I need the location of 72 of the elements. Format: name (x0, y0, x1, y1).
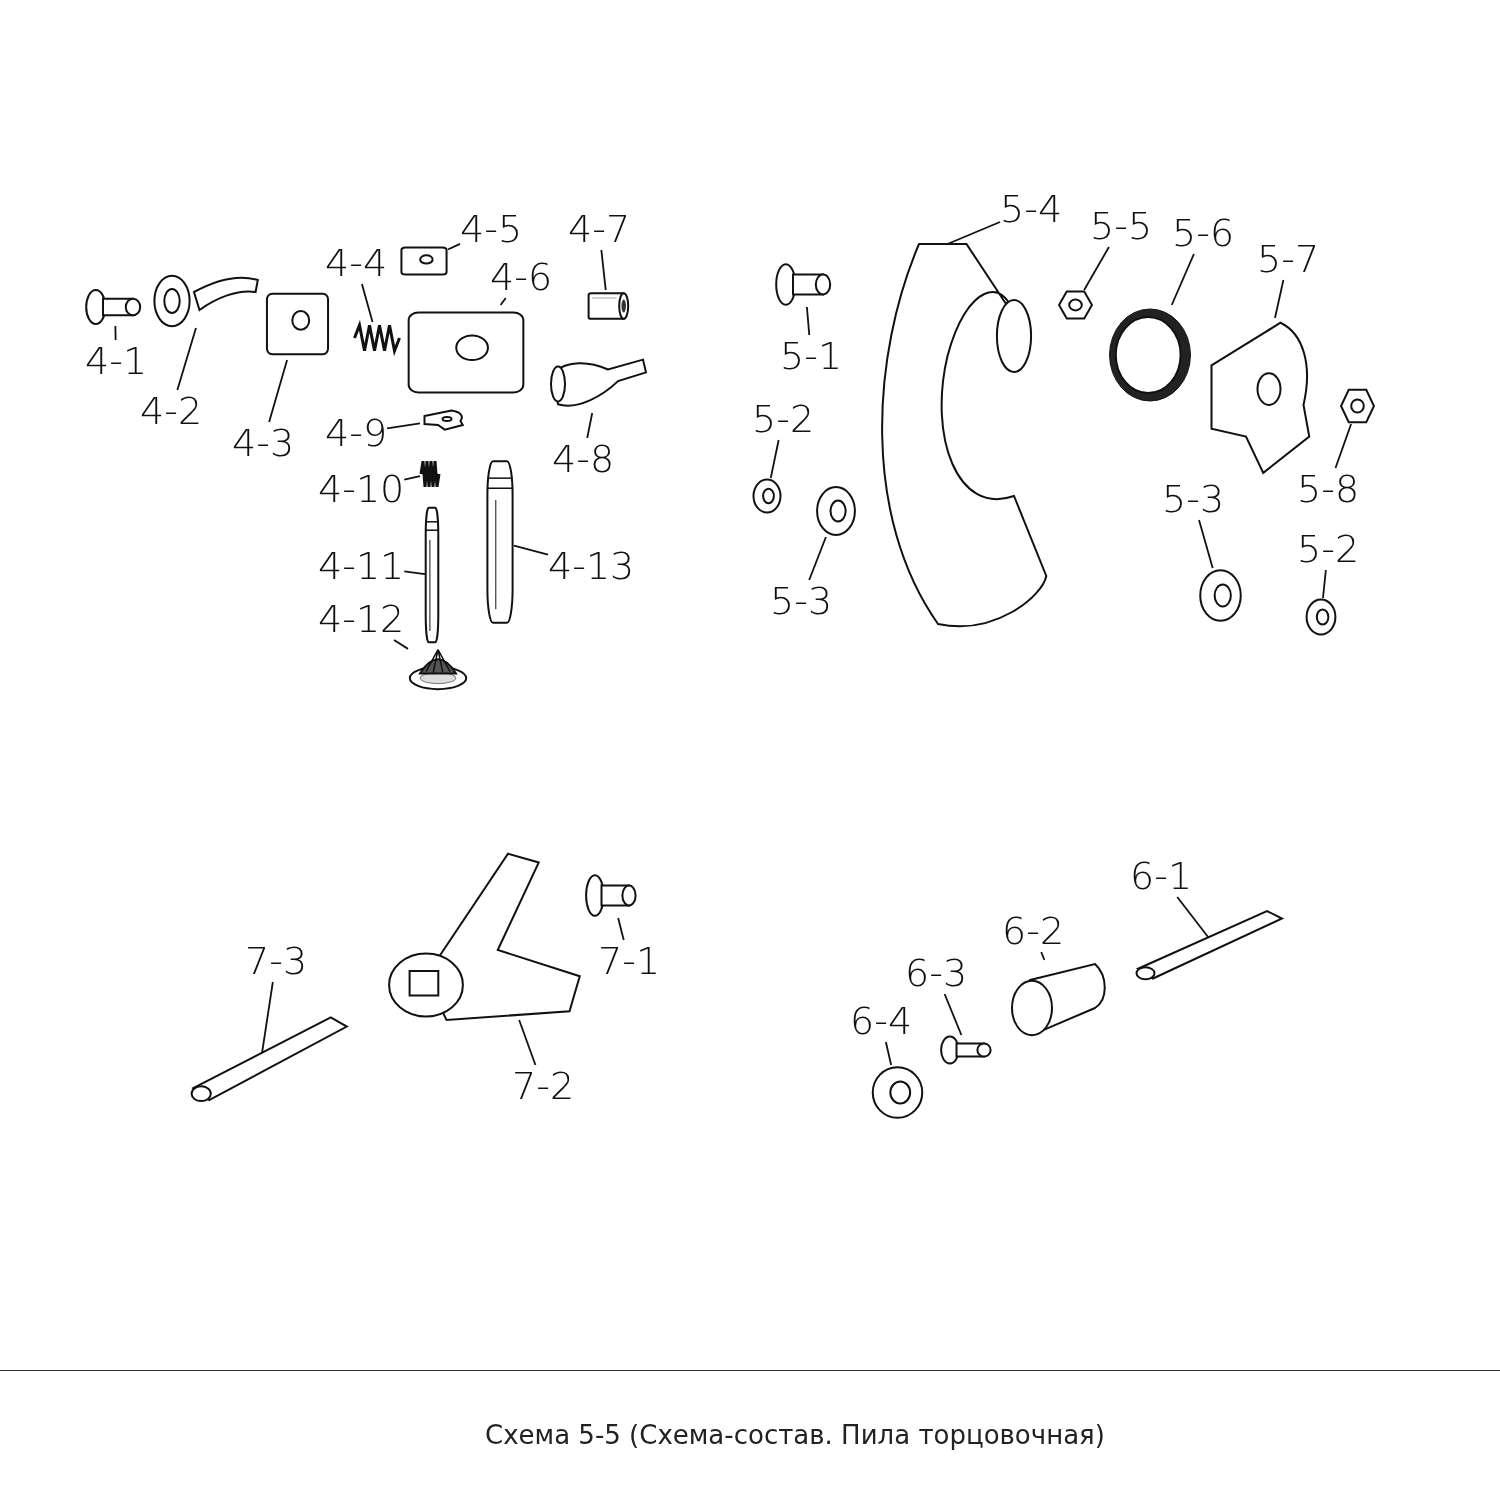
callout-number: 4-7 (568, 208, 631, 250)
nut-drawing (1340, 388, 1375, 424)
callout-number: 5-2 (1297, 528, 1360, 570)
leader-line (403, 570, 426, 575)
washer-drawing (1305, 598, 1337, 636)
callout-number: 4-5 (460, 208, 523, 250)
callout-number: 4-1 (85, 340, 148, 382)
leader-line (808, 536, 827, 581)
leader-line (386, 422, 421, 430)
rod-drawing (486, 458, 514, 626)
callout-number: 4-10 (318, 468, 405, 510)
washer-drawing (870, 1065, 925, 1120)
callout-number: 7-3 (245, 940, 308, 982)
callout-number: 4-2 (140, 390, 203, 432)
callout-number: 4-9 (325, 412, 388, 454)
callout-number: 5-3 (1162, 478, 1225, 520)
leader-line (114, 325, 117, 341)
callout-number: 5-6 (1172, 212, 1235, 254)
leader-line (806, 306, 811, 336)
callout-number: 5-5 (1090, 205, 1153, 247)
callout-number: 5-8 (1297, 468, 1360, 510)
rod-drawing (425, 505, 439, 645)
leader-line (1198, 519, 1214, 569)
callout-number: 6-3 (905, 952, 968, 994)
callout-number: 5-7 (1257, 238, 1320, 280)
callout-number: 4-3 (232, 422, 295, 464)
callout-number: 7-2 (512, 1065, 575, 1107)
callout-number: 7-1 (598, 940, 661, 982)
callout-number: 6-4 (850, 1000, 913, 1042)
washer-drawing (1198, 568, 1243, 623)
callout-number: 5-2 (752, 398, 815, 440)
leader-line (361, 283, 374, 323)
leader-line (447, 242, 461, 251)
leader-line (586, 412, 594, 439)
bolt-drawing (585, 873, 640, 918)
leader-line (403, 475, 421, 481)
callout-number: 4-12 (318, 598, 405, 640)
leader-line (1083, 246, 1110, 291)
nut-drawing (1058, 290, 1093, 320)
leader-line (1040, 951, 1046, 961)
callout-number: 6-2 (1002, 910, 1065, 952)
leader-line (943, 993, 963, 1036)
washer-drawing (752, 478, 782, 514)
callout-number: 4-8 (552, 438, 615, 480)
leader-line (393, 639, 409, 650)
callout-number: 4-6 (490, 256, 553, 298)
leader-line (268, 359, 288, 423)
callout-number: 5-1 (780, 335, 843, 377)
callout-number: 4-4 (325, 242, 388, 284)
callout-number: 4-11 (318, 545, 405, 587)
leader-line (176, 327, 197, 391)
spring-drawing (352, 322, 402, 354)
caption: Схема 5-5 (Схема-состав. Пила торцовочная) (485, 1420, 1105, 1450)
leader-line (600, 249, 607, 291)
leader-line (518, 1019, 537, 1066)
leader-line (617, 917, 625, 941)
leader-line (884, 1041, 893, 1066)
callout-number: 5-3 (770, 580, 833, 622)
cylinder-drawing (585, 290, 630, 322)
block-drawing (400, 245, 448, 277)
leader-line (1334, 423, 1352, 469)
leader-line (769, 439, 780, 479)
leader-line (513, 544, 549, 556)
leader-line (1170, 253, 1195, 306)
spring-drawing (420, 458, 440, 490)
callout-number: 6-1 (1130, 855, 1193, 897)
washer-drawing (815, 485, 857, 537)
leader-line (499, 297, 507, 306)
callout-number: 4-13 (548, 545, 635, 587)
leader-line (1322, 569, 1327, 599)
leader-line (1274, 279, 1285, 319)
callout-number: 5-4 (1000, 188, 1063, 230)
